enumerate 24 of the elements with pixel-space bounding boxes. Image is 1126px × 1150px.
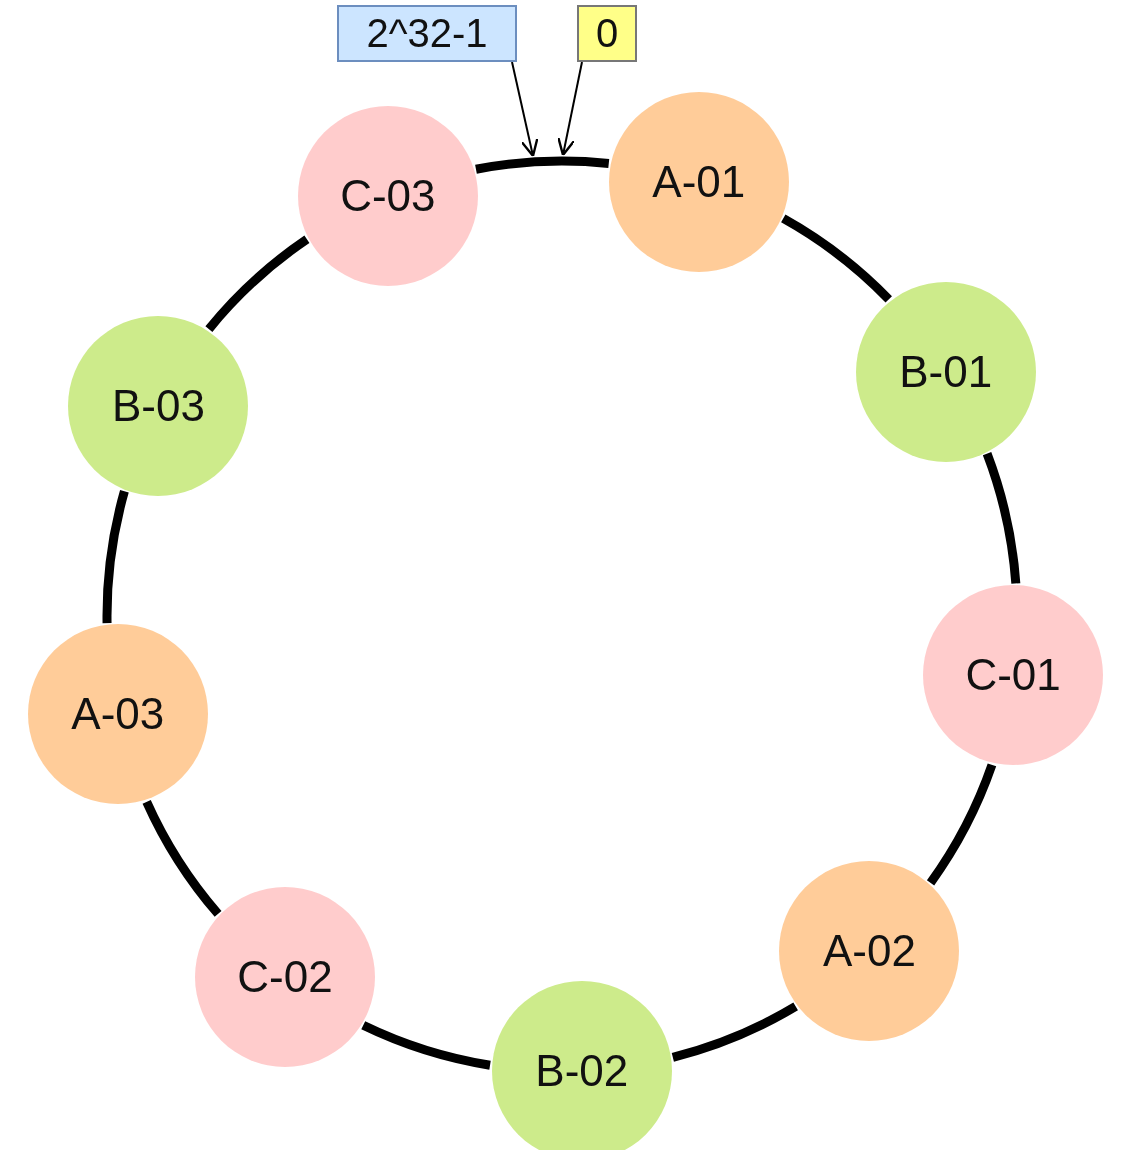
node-label: A-02 — [822, 926, 916, 977]
node-label: A-03 — [71, 689, 165, 740]
ring-arc — [982, 452, 1021, 584]
ring-arc — [205, 235, 310, 332]
ring-arc — [361, 1021, 491, 1070]
ring-arc — [926, 763, 997, 886]
node-label: 0 — [595, 11, 619, 56]
node-label: 2^32-1 — [366, 11, 488, 56]
node-label: C-02 — [237, 951, 333, 1002]
value-label-box — [577, 5, 637, 62]
arrow — [511, 61, 539, 158]
value-label-box — [337, 5, 517, 62]
node-label: B-03 — [111, 380, 205, 431]
ring-arc — [142, 799, 222, 917]
ring-arc — [475, 156, 610, 174]
node-label: C-03 — [340, 170, 436, 221]
node-label: C-01 — [965, 650, 1061, 701]
ring-arc — [780, 214, 892, 303]
arrow — [557, 61, 583, 157]
node-label: B-02 — [535, 1045, 629, 1096]
ring-arc — [102, 490, 129, 624]
node-label: A-01 — [652, 157, 746, 208]
ring-arc — [671, 1002, 798, 1062]
node-label: B-01 — [899, 346, 993, 397]
